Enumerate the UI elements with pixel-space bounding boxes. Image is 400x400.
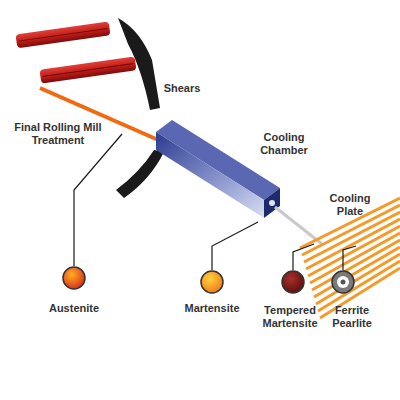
cooling-chamber [156,120,280,218]
phase-label: Martensite [172,302,252,315]
process-label: Final Rolling Mill Treatment [10,121,106,147]
roller [39,56,136,83]
shear-blade [118,18,160,110]
phase-circle [201,271,223,293]
leader-line [293,244,314,270]
cooled-bar [275,207,322,244]
phase-circle [282,271,304,293]
part-label: Shears [152,82,212,95]
phase-label: Ferrite Pearlite [326,304,378,330]
part-label: Cooling Chamber [254,131,314,157]
leader-line [74,134,122,266]
leader-line [212,222,258,270]
part-label: Cooling Plate [322,192,378,218]
roller [15,21,110,48]
phase-circle [63,267,85,289]
phase-label: Tempered Martensite [257,304,323,330]
phase-circle [332,271,354,293]
plate-stripe [314,247,400,297]
plate-stripe [318,261,400,311]
plate-stripe [316,254,400,304]
plate-stripe [312,240,400,290]
shear-blade [116,150,164,198]
phase-label: Austenite [34,302,114,315]
leader-line [343,246,356,270]
